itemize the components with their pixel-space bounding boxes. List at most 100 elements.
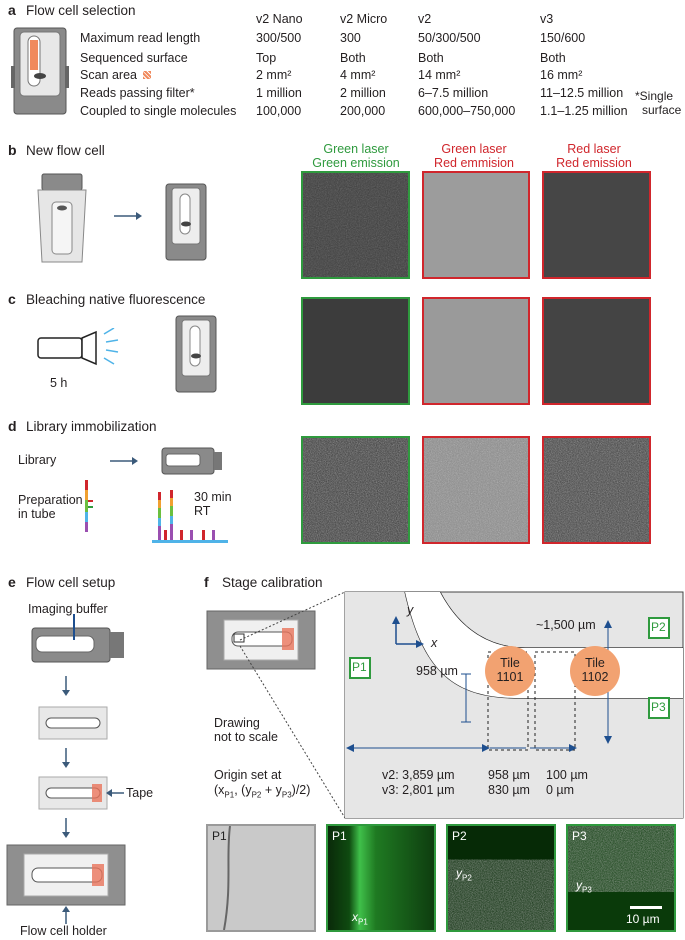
yp2-label: yP2 bbox=[456, 866, 472, 883]
table-cell: 600,000–750,000 bbox=[418, 104, 516, 118]
panel-c-letter: c bbox=[8, 291, 16, 307]
table-cell: 200,000 bbox=[340, 104, 386, 118]
v3-0: 0 µm bbox=[546, 783, 575, 797]
prep-label-1: Preparation bbox=[18, 493, 83, 507]
panel-e-letter: e bbox=[8, 574, 16, 590]
arrow-down-icon bbox=[62, 748, 70, 768]
panel-a-letter: a bbox=[8, 2, 16, 18]
marker-p2: P2 bbox=[648, 617, 670, 639]
scale-bar bbox=[630, 906, 662, 909]
row-label: Scan area bbox=[80, 68, 137, 82]
table-cell: Both bbox=[418, 51, 444, 65]
dna-strands-icon bbox=[85, 480, 228, 543]
row-label: Sequenced surface bbox=[80, 51, 188, 65]
tile-1101-label-2: 1101 bbox=[496, 670, 524, 684]
xp1-label: xP1 bbox=[352, 910, 368, 927]
table-cell: Both bbox=[540, 51, 566, 65]
flow-cell-icon-c bbox=[175, 315, 217, 393]
flashlight-icon bbox=[37, 328, 119, 366]
scan-area-swatch-icon bbox=[143, 71, 151, 79]
table-cell: Top bbox=[256, 51, 277, 65]
table-cell: Both bbox=[340, 51, 366, 65]
tile-1102-label-2: 1102 bbox=[581, 670, 609, 684]
flow-cell-side-icon bbox=[161, 447, 222, 475]
incubation-time: 30 min bbox=[194, 490, 232, 504]
incubation-temp: RT bbox=[194, 504, 211, 518]
micrograph-p2: P2 yP2 bbox=[446, 824, 556, 932]
arrow-down-icon bbox=[62, 676, 70, 696]
micrograph-p3: P3 yP3 10 µm bbox=[566, 824, 676, 932]
arrow-up-icon bbox=[62, 906, 70, 924]
axis-x-label: x bbox=[431, 636, 438, 650]
footnote-single: *Single bbox=[635, 89, 674, 103]
table-cell: 16 mm² bbox=[540, 68, 583, 82]
header-red-red-1: Red laser bbox=[567, 142, 621, 156]
table-cell: 100,000 bbox=[256, 104, 302, 118]
column-header: v2 Micro bbox=[340, 12, 388, 26]
table-cell: 150/600 bbox=[540, 31, 586, 45]
micrograph-c-green-red bbox=[422, 297, 530, 405]
scale-bar-label: 10 µm bbox=[626, 912, 660, 926]
micrograph-b-green-red bbox=[422, 171, 530, 279]
micrograph-p1-brightfield: P1 bbox=[206, 824, 316, 932]
micrograph-d-red bbox=[542, 436, 651, 544]
table-cell: 14 mm² bbox=[418, 68, 461, 82]
panel-a-title: Flow cell selection bbox=[26, 3, 136, 18]
panel-b-letter: b bbox=[8, 142, 17, 158]
flow-cell-package-icon bbox=[37, 173, 87, 263]
marker-p1: P1 bbox=[349, 657, 371, 679]
bleach-duration: 5 h bbox=[50, 376, 68, 390]
column-header: v2 bbox=[418, 12, 432, 26]
table-cell: 1 million bbox=[256, 86, 302, 100]
tile-1101-label-1: Tile bbox=[500, 656, 520, 670]
imaging-buffer-label: Imaging buffer bbox=[28, 602, 108, 616]
table-cell: 2 million bbox=[340, 86, 386, 100]
table-cell: 6–7.5 million bbox=[418, 86, 489, 100]
row-label: Reads passing filter* bbox=[80, 86, 195, 100]
table-cell: 4 mm² bbox=[340, 68, 376, 82]
stage-holder-thumbnail bbox=[206, 610, 316, 670]
arrow-icon bbox=[114, 212, 142, 220]
yp3-label: yP3 bbox=[576, 878, 592, 895]
table-cell: 1.1–1.25 million bbox=[540, 104, 628, 118]
origin-note-2: (xP1, (yP2 + yP3)/2) bbox=[214, 783, 311, 800]
v2-offset: v2: 3,859 µm bbox=[382, 768, 455, 782]
tile-1102-label-1: Tile bbox=[585, 656, 605, 670]
flow-cell-buffer-icon bbox=[31, 614, 124, 663]
micrograph-d-green-red bbox=[422, 436, 530, 544]
flow-cell-icon-b bbox=[165, 183, 207, 261]
arrow-left-icon bbox=[106, 789, 124, 797]
axis-y-label: y bbox=[407, 603, 414, 617]
panel-d-title: Library immobilization bbox=[26, 419, 157, 434]
tile-1101-circle bbox=[485, 646, 535, 696]
tile-1102-circle bbox=[570, 646, 620, 696]
column-header: v3 bbox=[540, 12, 554, 26]
distance-1500: ~1,500 µm bbox=[536, 618, 596, 632]
table-cell: 300 bbox=[340, 31, 361, 45]
header-red-red-2: Red emission bbox=[556, 156, 632, 170]
column-header: v2 Nano bbox=[256, 12, 303, 26]
library-label: Library bbox=[18, 453, 57, 467]
prep-label-2: in tube bbox=[18, 507, 56, 521]
panel-e-title: Flow cell setup bbox=[26, 575, 116, 590]
tape-label: Tape bbox=[126, 786, 154, 800]
micrograph-d-green bbox=[301, 436, 410, 544]
footnote-surface: surface bbox=[642, 103, 682, 117]
panel-b-title: New flow cell bbox=[26, 143, 105, 158]
table-cell: 2 mm² bbox=[256, 68, 292, 82]
header-green-red-1: Green laser bbox=[441, 142, 507, 156]
header-green-red-2: Red emmision bbox=[434, 156, 514, 170]
holder-label: Flow cell holder bbox=[20, 924, 107, 938]
origin-note-1: Origin set at bbox=[214, 768, 282, 782]
stage-calibration-diagram bbox=[239, 591, 684, 819]
v2-958: 958 µm bbox=[488, 768, 530, 782]
micrograph-c-green bbox=[301, 297, 410, 405]
micrograph-b-red bbox=[542, 171, 651, 279]
panel-c-title: Bleaching native fluorescence bbox=[26, 292, 206, 307]
flow-cell-glass-icon bbox=[38, 706, 108, 740]
arrow-down-icon bbox=[62, 818, 70, 838]
panel-f-title: Stage calibration bbox=[222, 575, 323, 590]
flow-cell-holder-icon bbox=[6, 844, 126, 906]
arrow-icon bbox=[110, 457, 138, 465]
drawing-note-2: not to scale bbox=[214, 730, 278, 744]
